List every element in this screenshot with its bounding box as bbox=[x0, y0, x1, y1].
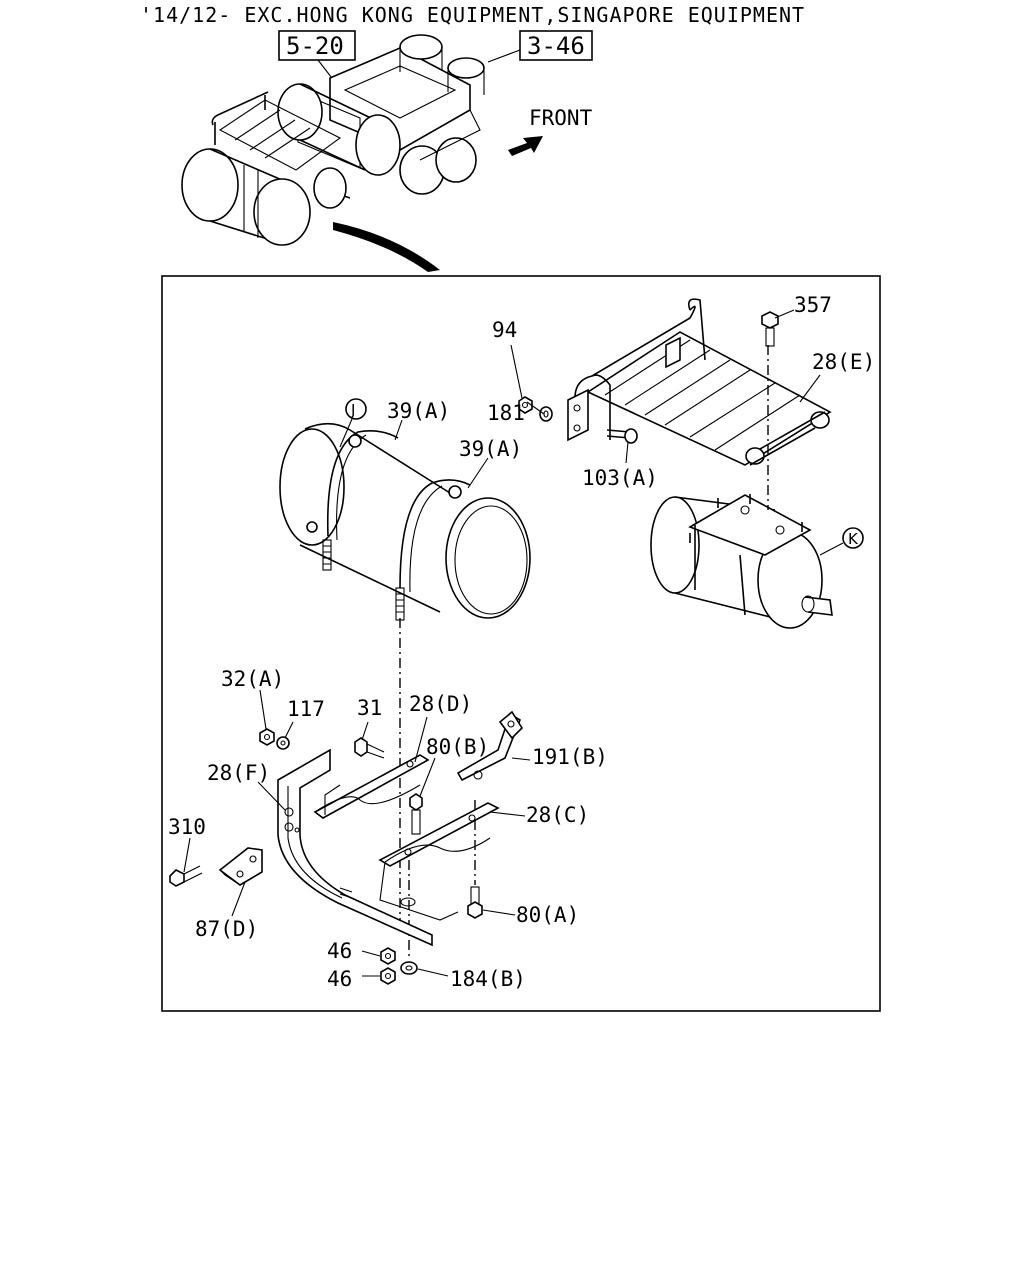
tank-k[interactable] bbox=[650, 494, 833, 629]
nut-94[interactable] bbox=[518, 396, 533, 414]
front-label: FRONT bbox=[529, 106, 593, 130]
callout-j: J bbox=[350, 401, 355, 419]
callout-39a-1: 39(A) bbox=[387, 399, 450, 423]
bracket-87d[interactable] bbox=[218, 847, 263, 886]
callout-k-circle bbox=[842, 527, 864, 549]
nut-46-upper[interactable] bbox=[380, 947, 396, 965]
callout-j-circle bbox=[345, 398, 367, 420]
reference-5-20[interactable]: 5-20 bbox=[278, 30, 356, 61]
bolt-310[interactable] bbox=[169, 865, 203, 887]
bracket-28f[interactable] bbox=[277, 748, 433, 947]
callout-181: 181 bbox=[487, 401, 525, 425]
bolt-357[interactable] bbox=[761, 311, 779, 347]
callout-39a-2: 39(A) bbox=[459, 437, 522, 461]
front-arrow-icon bbox=[508, 136, 543, 156]
washer-117[interactable] bbox=[276, 736, 290, 750]
bolt-31[interactable] bbox=[354, 737, 385, 759]
callout-32a: 32(A) bbox=[221, 667, 284, 691]
applicability-note: '14/12- EXC.HONG KONG EQUIPMENT,SINGAPOR… bbox=[140, 3, 805, 27]
callout-k: K bbox=[848, 530, 859, 548]
tank-j[interactable] bbox=[279, 422, 531, 621]
bracket-28e[interactable] bbox=[567, 298, 832, 466]
callout-310: 310 bbox=[168, 815, 206, 839]
callout-31: 31 bbox=[357, 696, 382, 720]
callout-184b: 184(B) bbox=[450, 967, 526, 991]
overview-illustration bbox=[181, 34, 521, 272]
leader-lines bbox=[183, 309, 821, 977]
callout-46-1: 46 bbox=[327, 939, 352, 963]
callout-357: 357 bbox=[794, 293, 832, 317]
detail-frame bbox=[161, 275, 881, 1012]
reference-5-20-label: 5-20 bbox=[286, 32, 344, 60]
callout-191b: 191(B) bbox=[532, 745, 608, 769]
callout-28c: 28(C) bbox=[526, 803, 589, 827]
bracket-191b[interactable] bbox=[456, 710, 524, 782]
callout-28e: 28(E) bbox=[812, 350, 875, 374]
callout-117: 117 bbox=[287, 697, 325, 721]
callout-28d: 28(D) bbox=[409, 692, 472, 716]
reference-3-46[interactable]: 3-46 bbox=[519, 30, 593, 61]
reference-3-46-label: 3-46 bbox=[527, 32, 585, 60]
callout-103a: 103(A) bbox=[582, 466, 658, 490]
washer-184b[interactable] bbox=[400, 961, 418, 975]
bracket-28d[interactable] bbox=[313, 754, 430, 819]
callout-80a: 80(A) bbox=[516, 903, 579, 927]
callout-80b: 80(B) bbox=[426, 735, 489, 759]
nut-46-lower[interactable] bbox=[380, 967, 396, 985]
callout-46-2: 46 bbox=[327, 967, 352, 991]
bolt-103a[interactable] bbox=[606, 428, 638, 444]
callout-94: 94 bbox=[492, 318, 517, 342]
callout-87d: 87(D) bbox=[195, 917, 258, 941]
bolt-80b[interactable] bbox=[409, 793, 423, 835]
callout-28f: 28(F) bbox=[207, 761, 270, 785]
nut-32a[interactable] bbox=[259, 728, 275, 746]
bolt-80a[interactable] bbox=[467, 886, 483, 919]
washer-181[interactable] bbox=[539, 406, 553, 422]
ref-leader-3-46 bbox=[487, 49, 521, 63]
bracket-28c[interactable] bbox=[378, 802, 500, 921]
